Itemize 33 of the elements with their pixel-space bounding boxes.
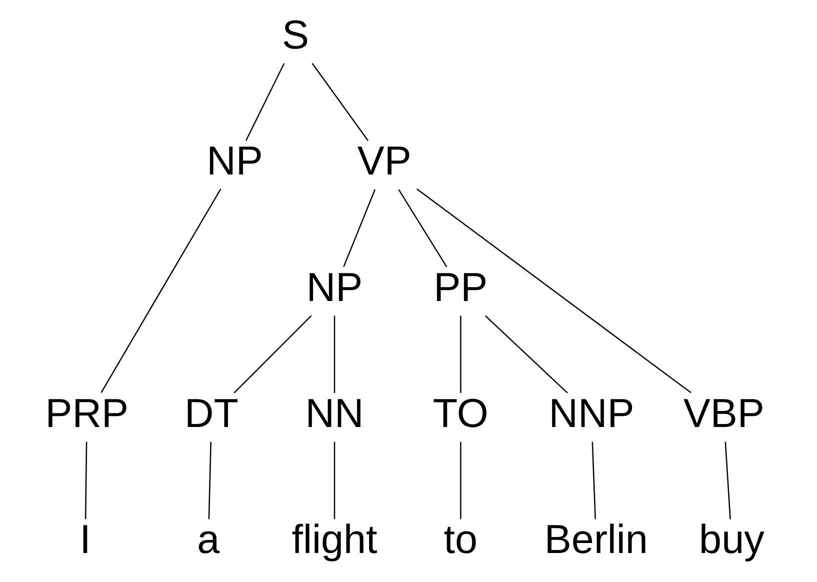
connector — [398, 189, 448, 268]
node-text: buy — [699, 516, 764, 562]
connector — [592, 442, 596, 520]
node-text: NNP — [548, 390, 634, 436]
connector — [484, 315, 568, 394]
node-text: NP — [306, 264, 363, 310]
node-text: VP — [357, 138, 412, 184]
connector — [416, 188, 692, 394]
connector — [334, 442, 336, 520]
connector — [343, 189, 376, 268]
connector — [724, 442, 731, 520]
connector — [460, 442, 462, 520]
connector — [84, 442, 88, 520]
node-text: Berlin — [544, 516, 648, 562]
node-text: S — [282, 11, 310, 58]
connector — [100, 188, 222, 393]
connector — [460, 316, 462, 393]
node-text: TO — [432, 390, 488, 436]
node-text: NP — [206, 138, 263, 184]
connector — [334, 316, 336, 393]
connector — [245, 63, 285, 141]
node-text: I — [80, 516, 91, 562]
node-text: NN — [305, 390, 364, 436]
node-text: flight — [292, 516, 378, 562]
node-text: to — [444, 516, 478, 562]
connector — [234, 315, 312, 394]
node-text: a — [197, 516, 220, 562]
node-text: DT — [184, 390, 238, 436]
node-text: VBP — [683, 390, 764, 436]
node-text: PP — [434, 264, 488, 310]
connector — [208, 442, 212, 520]
connector — [312, 63, 369, 141]
node-text: PRP — [45, 390, 128, 436]
